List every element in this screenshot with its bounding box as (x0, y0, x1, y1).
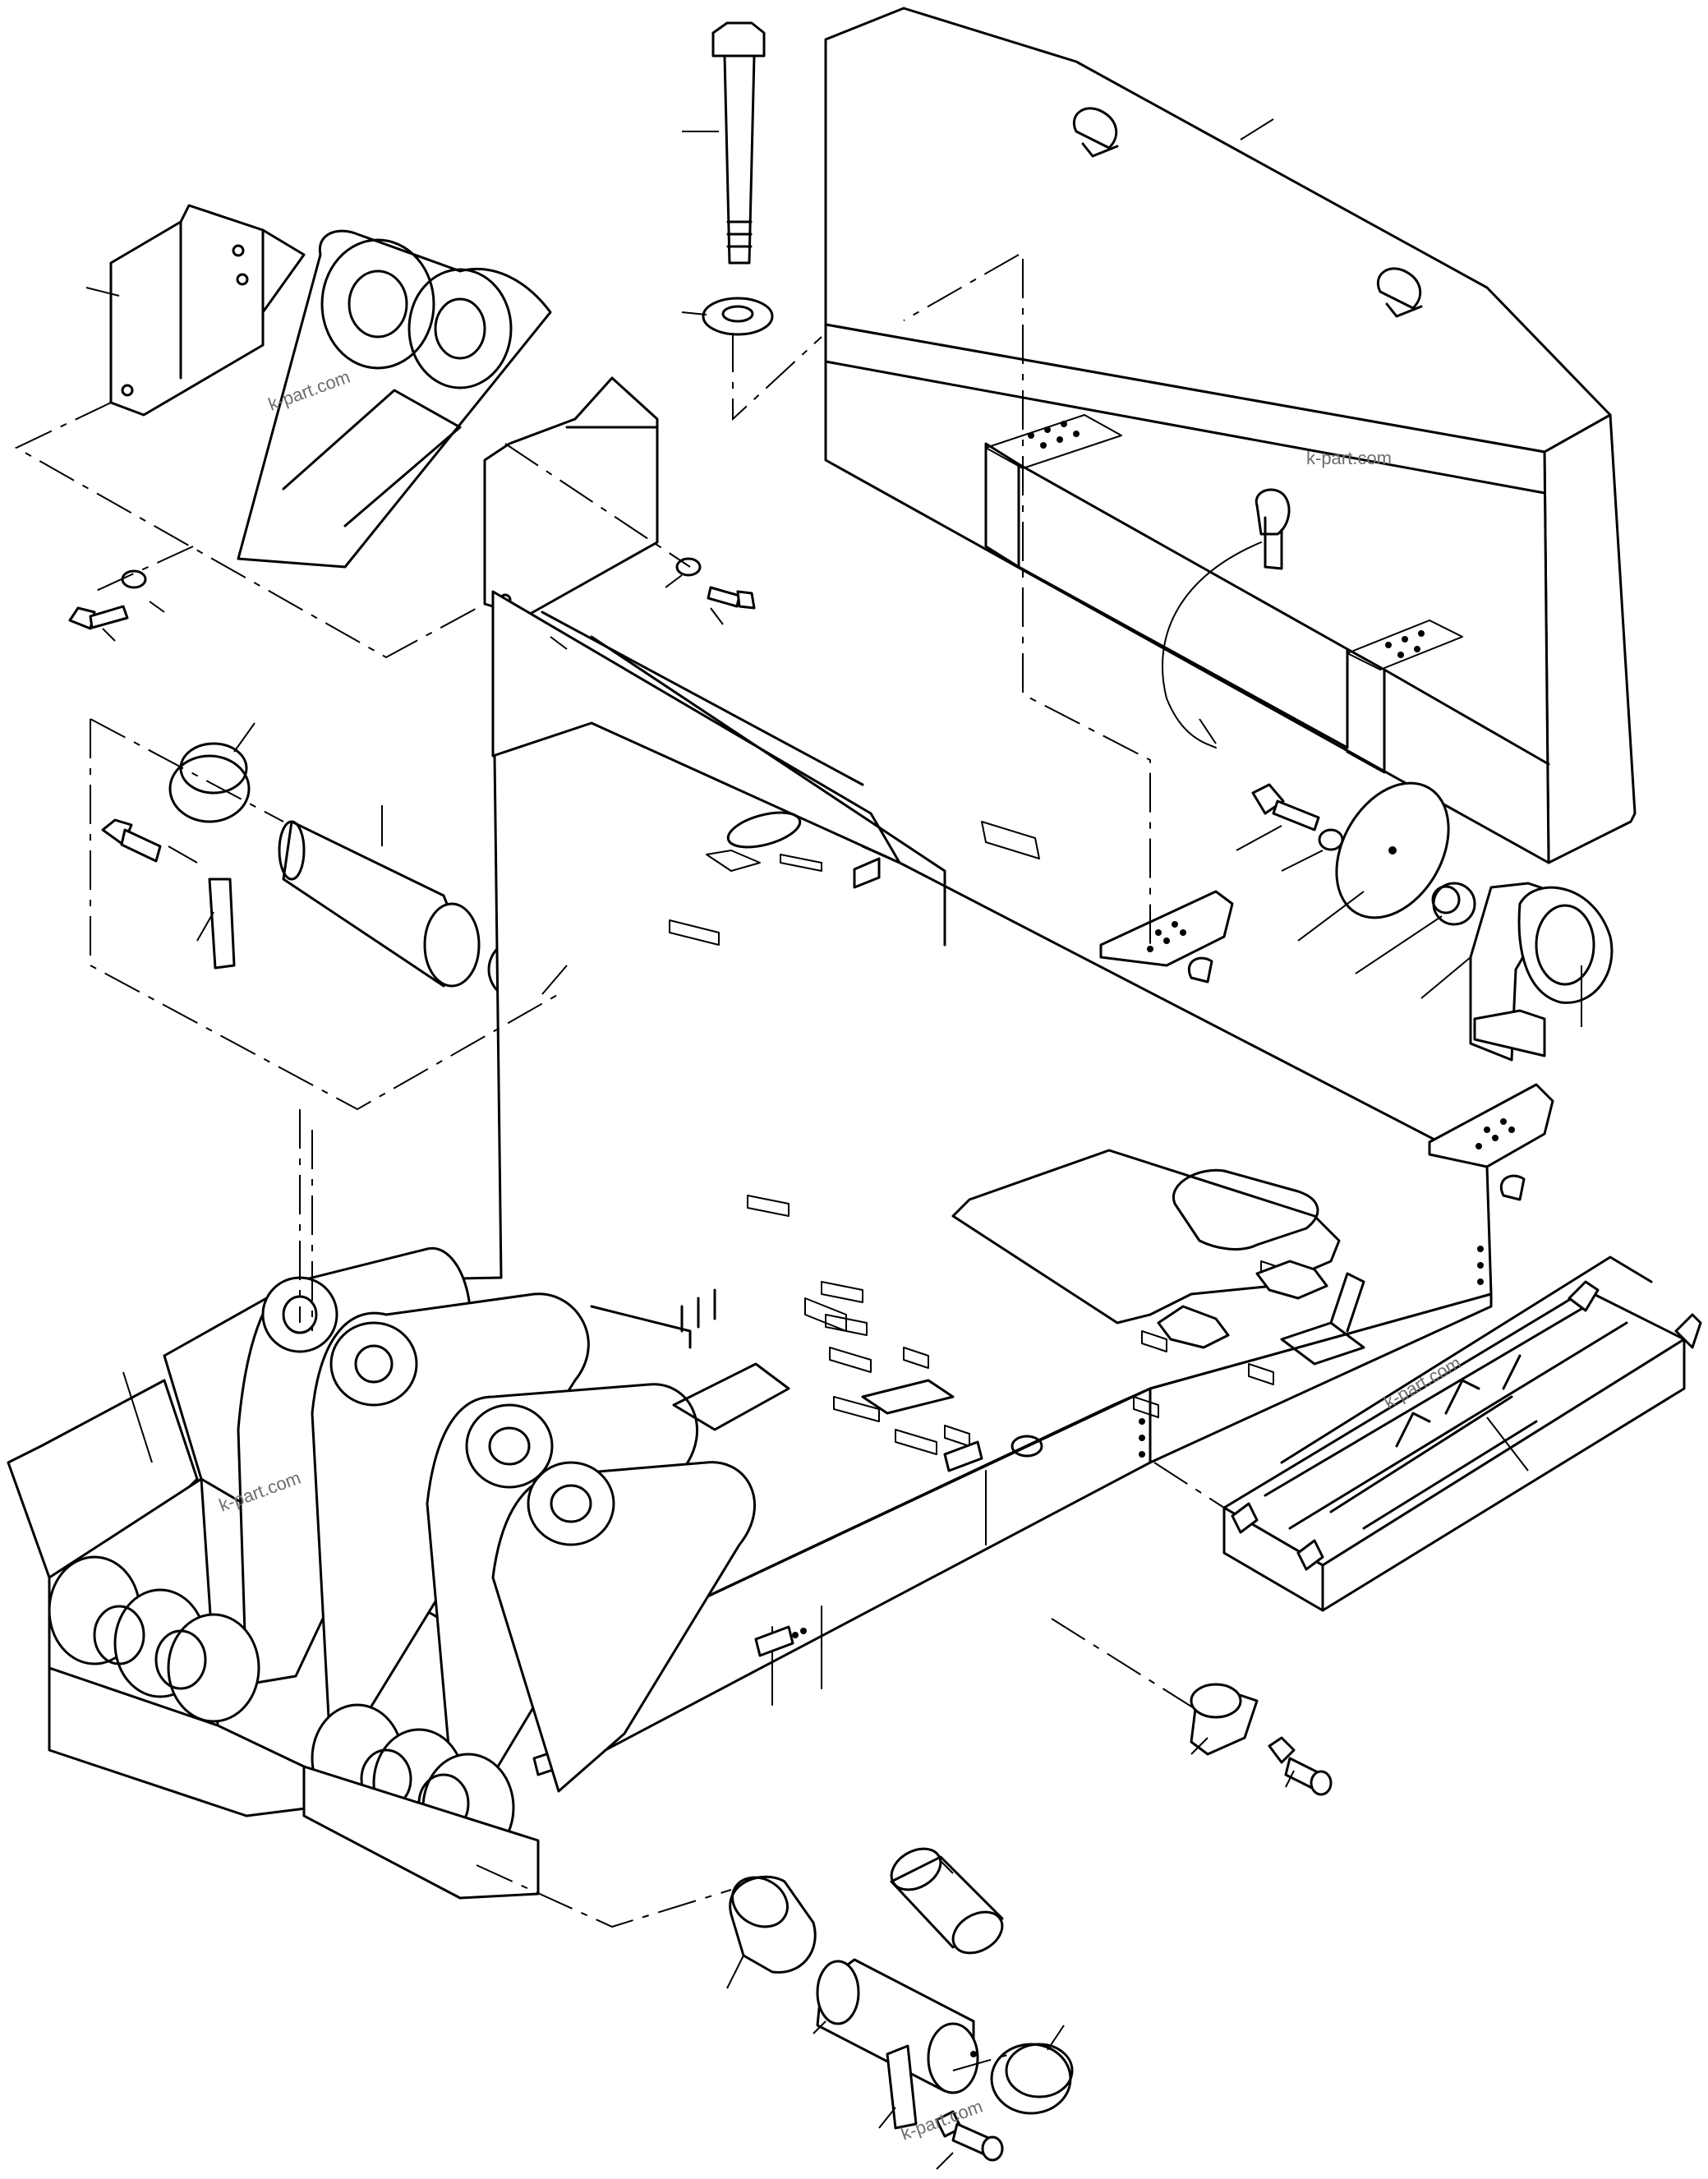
guide-frame (1224, 1257, 1701, 1610)
bolt-lower-right (1269, 1738, 1331, 1794)
bushing-lower-right (992, 2044, 1072, 2113)
bolt-long (713, 23, 764, 263)
deck-pads (670, 822, 1327, 1454)
pin-lower (817, 1960, 978, 2093)
bushing-lower-left (724, 1868, 816, 1972)
bolt-lower-pin (937, 2112, 1002, 2160)
callout-leaders (86, 119, 1581, 2169)
bolt-hook (1253, 785, 1342, 850)
assembly-lines (16, 255, 1224, 2071)
bushing-upper-left (170, 744, 249, 822)
counterweight (826, 8, 1635, 863)
bracket-right (485, 378, 657, 616)
pin-upper-left (279, 822, 479, 986)
watermark-2: k-part.com (1306, 448, 1392, 468)
bolt-small-top-left (70, 571, 145, 629)
bolt-small-top-right (677, 559, 754, 608)
boom-foot-lugs (8, 1248, 953, 1898)
sleeve-lower (884, 1840, 1009, 1961)
plate-round (1314, 763, 1471, 937)
bolt-pin-left (103, 820, 160, 861)
bracket-left (111, 205, 304, 415)
pivot-mount (238, 231, 550, 567)
washer-bolt-long (703, 298, 772, 334)
spacer-hook (1433, 883, 1475, 924)
tow-hook (1471, 883, 1612, 1060)
lock-plate-left (209, 879, 234, 968)
